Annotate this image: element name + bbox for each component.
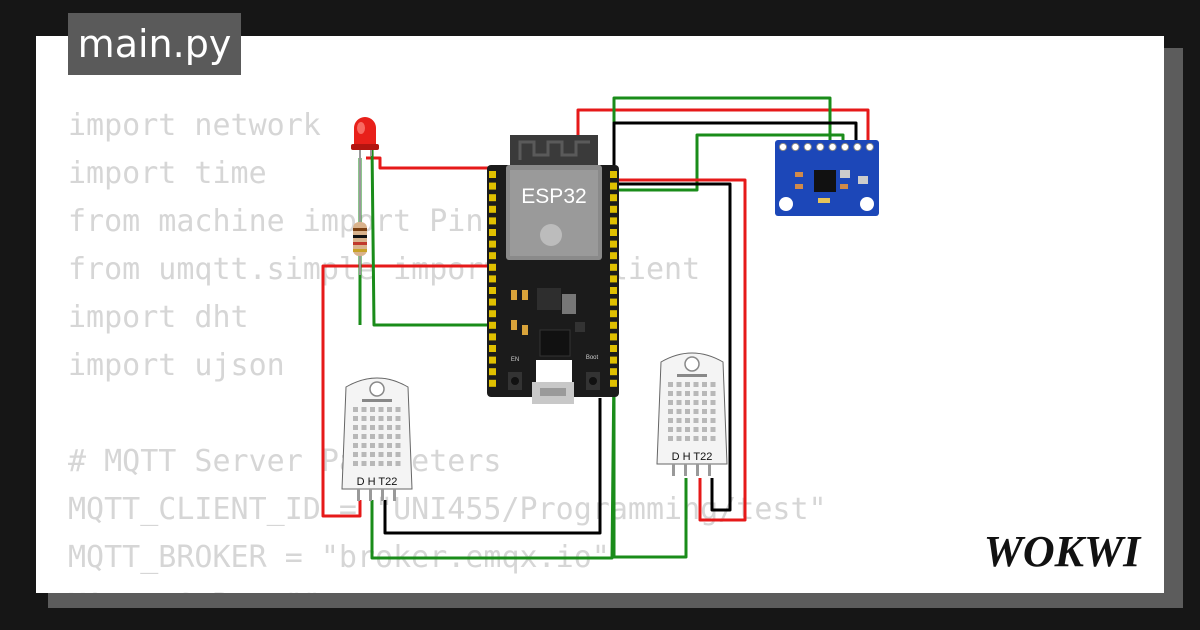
pin xyxy=(610,240,617,248)
pin xyxy=(489,275,496,283)
pin xyxy=(489,194,496,202)
code-line: import network xyxy=(68,108,321,143)
pin xyxy=(840,142,850,152)
pin xyxy=(489,205,496,213)
pin xyxy=(778,142,788,152)
pin xyxy=(610,321,617,329)
pin xyxy=(865,142,874,152)
pin xyxy=(610,333,617,341)
pin xyxy=(489,298,496,306)
pin xyxy=(610,229,617,236)
wire-black[interactable] xyxy=(614,182,732,512)
pin xyxy=(489,345,496,352)
pin xyxy=(489,252,496,260)
sensor-label: D H T22 xyxy=(357,476,398,488)
code-line: import time xyxy=(68,156,267,191)
pin xyxy=(610,379,617,387)
pin xyxy=(489,379,496,387)
espressif-logo-icon xyxy=(540,224,562,246)
esp32-board[interactable]: ESP32 EN Boot xyxy=(487,135,619,404)
pin xyxy=(610,368,617,376)
pin xyxy=(489,356,496,364)
pin xyxy=(803,142,812,152)
pin xyxy=(489,263,496,271)
pin xyxy=(610,182,617,190)
code-preview: import network import time from machine im… xyxy=(68,102,827,593)
en-label: EN xyxy=(511,357,519,363)
pin xyxy=(610,194,617,202)
code-line: MQTT_USER = "" xyxy=(68,582,827,593)
pin xyxy=(489,229,496,236)
red-led[interactable] xyxy=(351,117,379,200)
imu-module[interactable] xyxy=(775,140,879,216)
code-line: from machine import Pin xyxy=(68,204,484,239)
pin xyxy=(610,310,617,318)
pin xyxy=(489,333,496,341)
pin xyxy=(610,275,617,283)
pin xyxy=(489,240,496,248)
pin xyxy=(489,182,496,190)
pin-header-left xyxy=(489,171,496,387)
file-tab[interactable]: main.py xyxy=(68,13,241,75)
pin-header-right xyxy=(610,171,617,387)
sensor-label: D H T22 xyxy=(672,451,713,463)
pin xyxy=(816,142,825,152)
pin xyxy=(610,171,617,178)
wire-black[interactable] xyxy=(383,398,602,535)
boot-label: Boot xyxy=(586,355,599,361)
pin xyxy=(610,205,617,213)
code-line: import dht xyxy=(68,300,249,335)
pin xyxy=(828,142,837,152)
code-line: import ujson xyxy=(68,348,285,383)
wire-red[interactable] xyxy=(366,156,494,175)
wires xyxy=(321,96,870,560)
pin xyxy=(489,368,496,376)
board-label: ESP32 xyxy=(521,185,586,208)
pin xyxy=(610,356,617,364)
pin xyxy=(489,217,496,225)
pin xyxy=(610,287,617,294)
wire-black[interactable] xyxy=(612,121,858,178)
pin xyxy=(489,171,496,178)
resistor[interactable] xyxy=(353,200,367,275)
wire-green[interactable] xyxy=(614,133,845,192)
pin xyxy=(610,217,617,225)
pin xyxy=(853,142,862,152)
pin xyxy=(610,345,617,352)
pin xyxy=(610,263,617,271)
wire-red[interactable] xyxy=(321,264,490,518)
pin xyxy=(489,310,496,318)
wire-red[interactable] xyxy=(614,178,747,522)
dht22-sensor[interactable]: D H T22 xyxy=(341,377,413,501)
wire-green[interactable] xyxy=(370,145,492,327)
pin xyxy=(489,321,496,329)
wire-green[interactable] xyxy=(370,365,616,560)
pin xyxy=(610,252,617,260)
wokwi-logo: WOKWI xyxy=(984,527,1142,576)
pin xyxy=(489,287,496,294)
dht22-sensor[interactable]: D H T22 xyxy=(656,352,728,476)
pin xyxy=(610,298,617,306)
pin xyxy=(791,142,800,152)
